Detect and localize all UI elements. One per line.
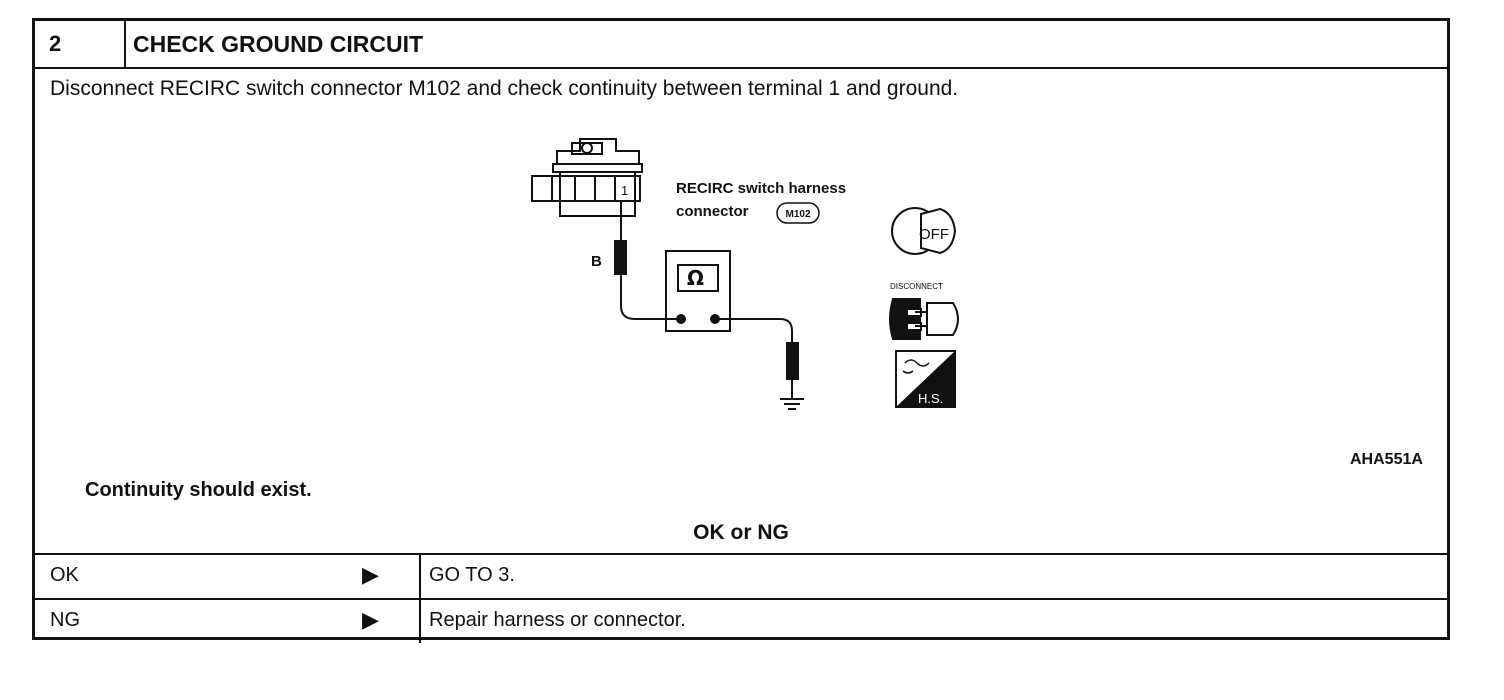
procedure-table: 2 CHECK GROUND CIRCUIT Disconnect RECIRC…	[32, 18, 1450, 643]
connector-label-line2: connector	[676, 203, 749, 220]
ignition-off-icon	[891, 207, 957, 255]
row-divider	[419, 555, 421, 598]
outcome-code: NG	[50, 609, 80, 631]
hs-icon	[895, 350, 956, 408]
ohm-symbol: Ω	[687, 266, 704, 290]
step-title: CHECK GROUND CIRCUIT	[133, 31, 424, 57]
ignition-state: OFF	[919, 226, 949, 243]
outcome-code: OK	[50, 564, 79, 586]
header-divider	[124, 21, 126, 67]
expected-result: Continuity should exist.	[85, 479, 312, 501]
disconnect-icon	[889, 298, 959, 340]
figure-code: AHA551A	[1350, 451, 1423, 468]
outcome-action: Repair harness or connector.	[429, 609, 686, 631]
harness-connector-icon	[531, 138, 643, 217]
outcome-row-ng: NG ▶ Repair harness or connector.	[35, 598, 1447, 643]
outcome-action: GO TO 3.	[429, 564, 515, 586]
disconnect-label: DISCONNECT	[890, 282, 943, 291]
connector-label-line1: RECIRC switch harness	[676, 180, 846, 197]
ohmmeter-icon	[665, 250, 804, 410]
arrow-right-icon: ▶	[362, 562, 379, 587]
step-header: 2 CHECK GROUND CIRCUIT	[35, 21, 1447, 69]
terminal-number: 1	[621, 183, 628, 198]
connector-id: M102	[785, 209, 810, 220]
step-number: 2	[49, 31, 62, 56]
instruction-text: Disconnect RECIRC switch connector M102 …	[50, 77, 959, 100]
wire-color-label: B	[591, 253, 602, 270]
connector-id-badge	[776, 202, 820, 224]
decision-title: OK or NG	[693, 521, 789, 544]
outcome-row-ok: OK ▶ GO TO 3.	[35, 553, 1447, 598]
hs-label: H.S.	[918, 391, 943, 406]
test-probe-icon	[614, 201, 680, 320]
arrow-right-icon: ▶	[362, 607, 379, 632]
row-divider	[419, 600, 421, 643]
circuit-diagram: 1 B Ω RECIRC switch harness connector M	[531, 138, 959, 410]
